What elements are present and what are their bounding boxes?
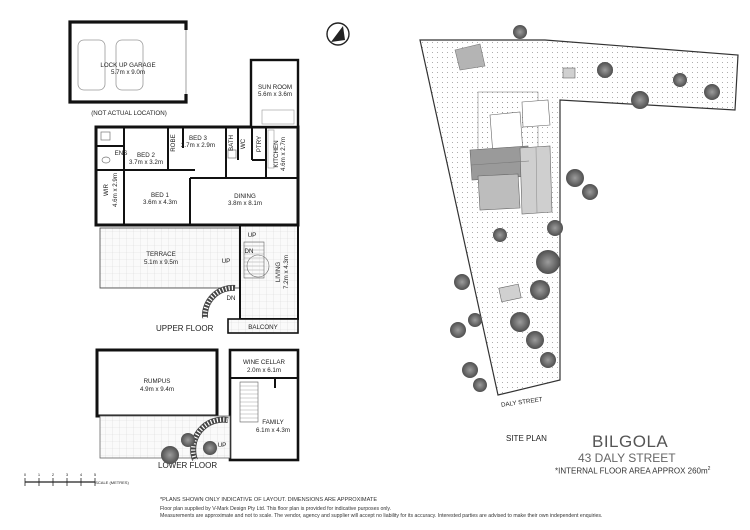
- address-title: 43 DALY STREET: [578, 451, 676, 465]
- bed1-dims: 3.6m x 4.3m: [143, 199, 177, 206]
- bed3-dims: 2.7m x 2.9m: [181, 142, 215, 149]
- street-label: DALY STREET: [501, 396, 544, 409]
- lower-stair-up-label: UP: [218, 442, 227, 449]
- sun-room-dims: 5.6m x 3.6m: [258, 91, 292, 98]
- disclaimer-line-2: Floor plan supplied by V-Mark Design Pty…: [160, 506, 392, 512]
- rumpus-label: RUMPUS: [144, 378, 171, 385]
- floor-area-text: *INTERNAL FLOOR AREA APPROX 260m2: [555, 466, 710, 476]
- scale-tick-1: 1: [38, 472, 41, 477]
- bed2-label: BED 2: [137, 152, 155, 159]
- rumpus-dims: 4.9m x 9.4m: [140, 386, 174, 393]
- scale-tick-5: 5: [94, 472, 97, 477]
- sun-room-label: SUN ROOM: [258, 84, 292, 91]
- ensuite-label: ENS: [115, 150, 128, 157]
- kitchen-dims: 4.6m x 2.7m: [280, 137, 287, 171]
- bed2-dims: 3.7m x 3.2m: [129, 159, 163, 166]
- site-plan-heading: SITE PLAN: [506, 434, 547, 443]
- wine-cellar-dims: 2.0m x 6.1m: [247, 367, 281, 374]
- terrace-dims: 5.1m x 9.5m: [144, 259, 178, 266]
- scale-tick-2: 2: [52, 472, 55, 477]
- pantry-label: PTRY: [256, 136, 263, 152]
- floor-area-superscript: 2: [707, 466, 711, 472]
- balcony-label: BALCONY: [248, 324, 278, 331]
- scale-bar: 0 1 2 3 4 5 SCALE (METRES): [24, 472, 129, 486]
- upper-floor-plan: [94, 58, 300, 334]
- garage-note: (NOT ACTUAL LOCATION): [91, 110, 167, 117]
- scale-label: SCALE (METRES): [95, 480, 129, 485]
- scale-tick-0: 0: [24, 472, 27, 477]
- stair-up-label: UP: [248, 232, 257, 239]
- lower-floor-plan: [95, 348, 300, 462]
- wir-label: WIR: [103, 183, 110, 196]
- living-label: LIVING: [275, 262, 282, 282]
- terrace-stair-up-label: UP: [222, 258, 231, 265]
- robe-label: ROBE: [170, 134, 177, 152]
- garage-name: LOCK UP GARAGE: [100, 62, 155, 69]
- terrace-stair-down-label: DN: [227, 295, 236, 302]
- bed1-label: BED 1: [151, 192, 169, 199]
- family-label: FAMILY: [262, 419, 284, 426]
- house-roof: [469, 99, 553, 215]
- site-trees: [450, 25, 720, 392]
- scale-tick-4: 4: [80, 472, 83, 477]
- kitchen-label: KITCHEN: [273, 140, 280, 167]
- site-plan: DALY STREET: [419, 25, 739, 409]
- suburb-title: BILGOLA: [592, 432, 669, 451]
- disclaimer-line-1: *PLANS SHOWN ONLY INDICATIVE OF LAYOUT. …: [160, 497, 378, 503]
- wc-label: WC: [240, 138, 247, 149]
- scale-tick-3: 3: [66, 472, 69, 477]
- north-arrow-icon: [326, 22, 350, 46]
- garage: LOCK UP GARAGE 5.7m x 9.0m (NOT ACTUAL L…: [68, 20, 188, 117]
- dining-label: DINING: [234, 193, 256, 200]
- dining-dims: 3.8m x 8.1m: [228, 200, 262, 207]
- lower-floor-trees: [161, 433, 217, 464]
- lower-floor-heading: LOWER FLOOR: [158, 461, 217, 470]
- floor-area-label: *INTERNAL FLOOR AREA APPROX 260m: [555, 466, 708, 476]
- disclaimer-line-3: Measurements are approximate and not to …: [160, 513, 603, 519]
- bath-label: BATH: [228, 135, 235, 151]
- wine-cellar-label: WINE CELLAR: [243, 359, 285, 366]
- family-dims: 6.1m x 4.3m: [256, 427, 290, 434]
- wir-dims: 4.6m x 2.9m: [112, 173, 119, 207]
- living-dims: 7.2m x 4.3m: [283, 255, 290, 289]
- garage-dims: 5.7m x 9.0m: [111, 69, 145, 76]
- stair-down-label: DN: [245, 248, 254, 255]
- bed3-label: BED 3: [189, 135, 207, 142]
- upper-floor-heading: UPPER FLOOR: [156, 324, 214, 333]
- terrace-label: TERRACE: [146, 251, 176, 258]
